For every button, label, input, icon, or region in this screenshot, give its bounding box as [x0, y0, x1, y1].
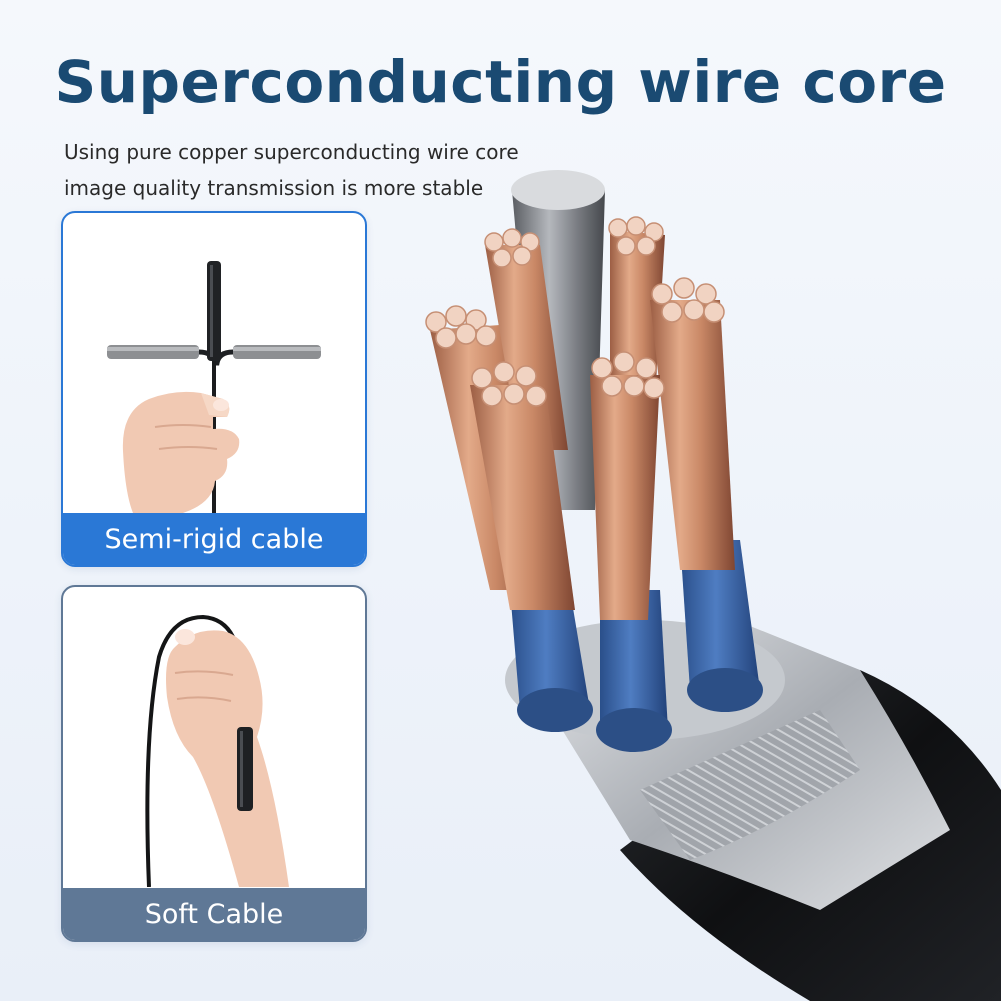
semi-rigid-cable-illustration	[107, 261, 321, 513]
cable-cross-section-illustration	[425, 170, 1001, 1001]
soft-cable-illustration	[145, 614, 289, 887]
semi-rigid-cable-card: Semi-rigid cable	[61, 211, 367, 567]
page-title: Superconducting wire core	[54, 48, 947, 116]
soft-cable-label: Soft Cable	[63, 888, 365, 940]
subtitle-line-1: Using pure copper superconducting wire c…	[64, 140, 519, 164]
copper-strands	[430, 230, 735, 620]
semi-rigid-cable-label: Semi-rigid cable	[63, 513, 365, 565]
soft-cable-card: Soft Cable	[61, 585, 367, 942]
subtitle-line-2: image quality transmission is more stabl…	[64, 176, 484, 200]
subtitle: Using pure copper superconducting wire c…	[64, 134, 519, 206]
